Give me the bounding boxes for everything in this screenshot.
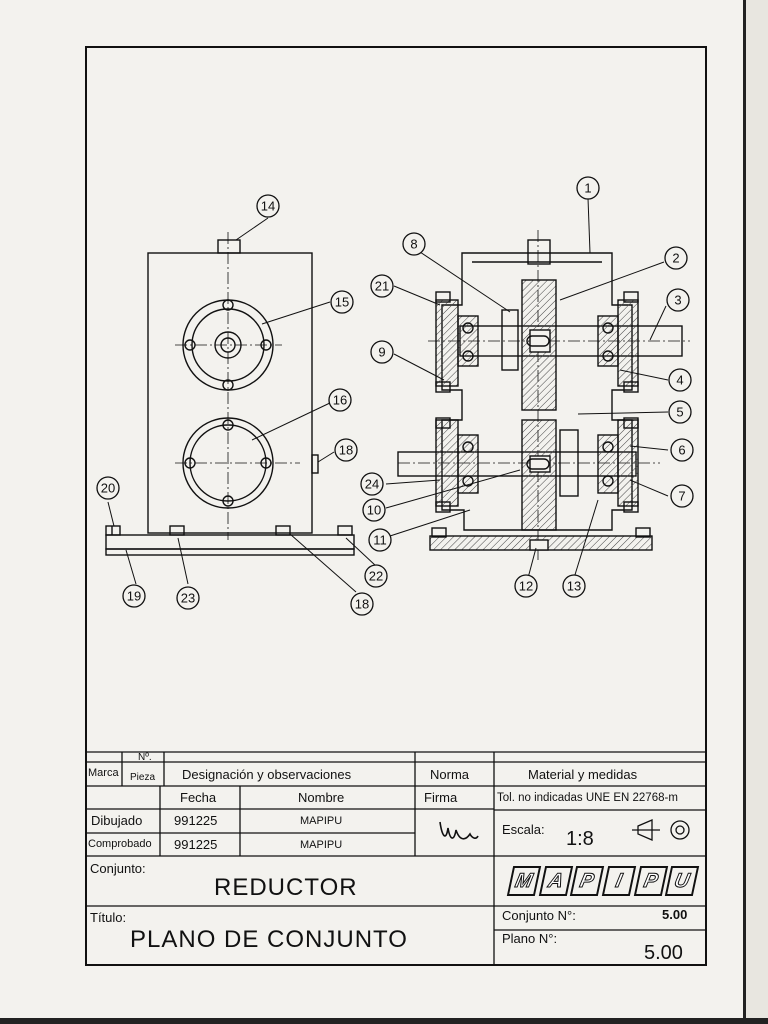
callout-1-label: 1 [584,181,591,196]
callout-19-label: 19 [127,589,141,604]
hdr-firma: Firma [424,790,458,805]
plano-n-value: 5.00 [644,942,683,964]
conjunto-label: Conjunto: [90,861,146,876]
callout-7-label: 7 [678,489,685,504]
tolerance-note: Tol. no indicadas UNE EN 22768-m [497,792,678,804]
callout-10 [362,498,386,522]
callout-23-label: 23 [181,591,195,606]
binding-edge [743,0,768,1024]
callout-18a-label: 18 [339,443,353,458]
callout-19 [122,584,146,608]
callout-6-label: 6 [678,443,685,458]
col-n: Nº. [138,752,152,763]
conjunto-n-value: 5.00 [662,907,688,922]
callout-12-label: 12 [519,579,533,594]
row-comprobado: Comprobado [88,838,152,850]
callout-3-label: 3 [674,293,681,308]
callout-9-label: 9 [378,345,385,360]
callout-14-label: 14 [261,199,275,214]
col-designacion: Designación y observaciones [182,767,352,782]
callout-8 [402,232,426,256]
callout-2-label: 2 [672,251,679,266]
callout-2 [664,246,688,270]
callout-21-label: 21 [375,279,389,294]
hdr-fecha: Fecha [180,790,217,805]
fecha-dibujado: 991225 [174,813,218,828]
callout-15 [330,290,354,314]
callout-9 [370,340,394,364]
callout-12 [514,574,538,598]
escala-value: 1:8 [566,828,594,850]
callout-4 [668,368,692,392]
logo-letter: P [633,866,668,896]
conjunto-n-label: Conjunto N°: [502,908,576,923]
titulo-value: PLANO DE CONJUNTO [130,926,408,953]
callout-23 [176,586,200,610]
callout-18b [350,592,374,616]
callout-15-label: 15 [335,295,349,310]
callout-13 [562,574,586,598]
callout-10-label: 10 [367,503,381,518]
callout-18a [334,438,358,462]
callout-3 [666,288,690,312]
plug-14-shape [217,239,241,254]
callout-18b-label: 18 [355,597,369,612]
callout-8-label: 8 [410,237,417,252]
nombre-comprobado: MAPIPU [300,839,343,851]
callout-21 [370,274,394,298]
callout-16 [328,388,352,412]
col-marca: Marca [88,767,119,779]
callout-24-label: 24 [365,477,379,492]
callout-20 [96,476,120,500]
logo-letter: U [665,866,700,896]
callout-6 [670,438,694,462]
escala-label: Escala: [502,822,545,837]
callout-4-label: 4 [676,373,683,388]
callout-7 [670,484,694,508]
callout-5 [668,400,692,424]
col-pieza: Pieza [130,772,156,783]
projection-symbol-icon [632,819,690,841]
logo-letter: A [538,866,573,896]
fecha-comprobado: 991225 [174,837,218,852]
logo-letter: M [506,866,541,896]
callout-24 [360,472,384,496]
callout-11-label: 11 [373,533,387,548]
col-norma: Norma [430,767,470,782]
callout-14 [256,194,280,218]
titulo-label: Título: [90,910,127,925]
drawing-frame [85,46,707,966]
signature-icon [439,821,479,840]
plano-n-label: Plano N°: [502,931,558,946]
logo-letter: I [601,866,636,896]
callout-22-label: 22 [369,569,383,584]
callout-13-label: 13 [567,579,581,594]
callout-16-label: 16 [333,393,347,408]
callout-20-label: 20 [101,481,115,496]
callout-1 [576,176,600,200]
nombre-dibujado: MAPIPU [300,815,343,827]
col-material: Material y medidas [528,767,638,782]
callout-22 [364,564,388,588]
company-logo: M A P I P U [506,866,700,896]
callout-11 [368,528,392,552]
logo-letter: P [570,866,605,896]
callout-5-label: 5 [676,405,683,420]
row-dibujado: Dibujado [91,813,143,828]
bottom-edge [0,1018,768,1024]
hdr-nombre: Nombre [298,790,345,805]
conjunto-value: REDUCTOR [214,874,358,901]
